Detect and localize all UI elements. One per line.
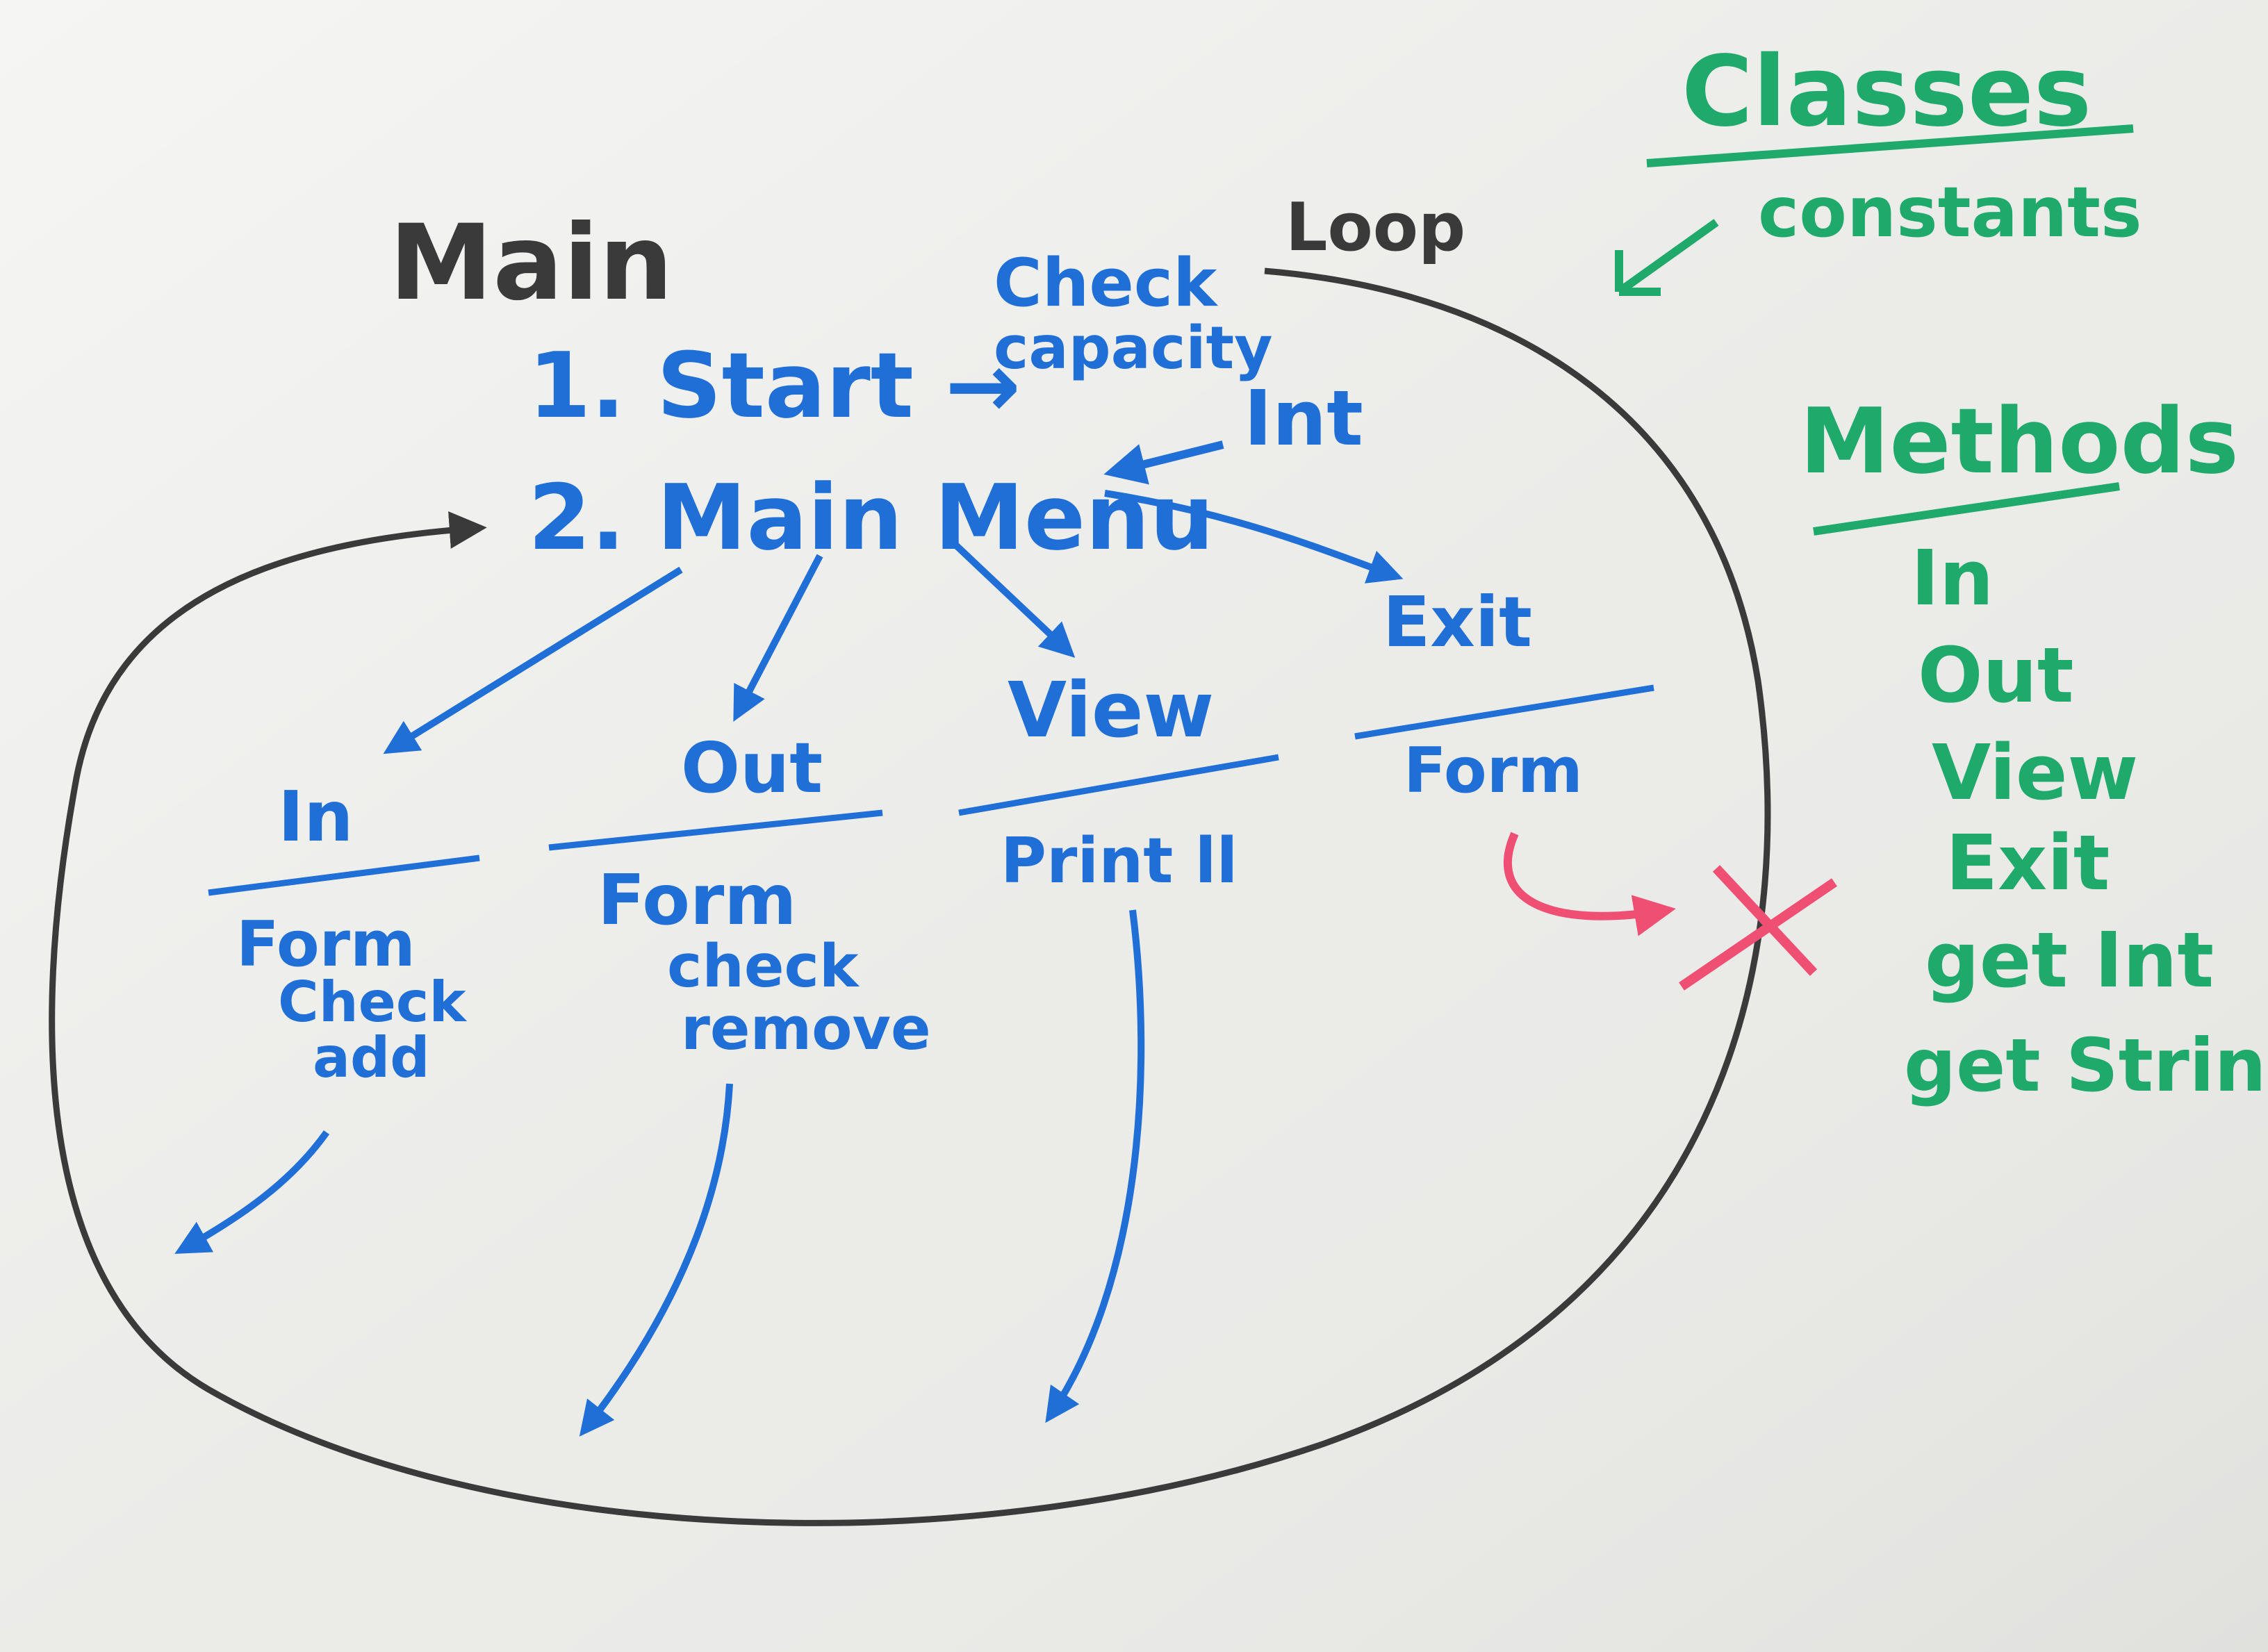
methods-item-view: View xyxy=(1932,728,2138,817)
methods-item-in: In xyxy=(1911,534,1994,622)
loop-outline xyxy=(49,267,1771,1526)
view-title: View xyxy=(1008,666,1214,754)
view-divider xyxy=(958,754,1279,816)
step-start: 1. Start → xyxy=(528,333,1021,438)
constants-arrowhead xyxy=(1615,250,1661,296)
methods-item-get-string: get String xyxy=(1904,1023,2268,1108)
arrow-to-exit xyxy=(1104,490,1404,584)
arrow-to-out xyxy=(733,554,823,722)
exit-body-1: Form xyxy=(1404,734,1583,807)
branch-view: View Print ll xyxy=(958,666,1279,1423)
exit-cross-icon xyxy=(1679,865,1837,991)
arrow-to-in xyxy=(383,566,683,754)
out-body-1: Form xyxy=(598,859,796,941)
arrow-to-view xyxy=(942,532,1076,658)
check-capacity-line2: capacity xyxy=(994,314,1273,383)
constants-arrow xyxy=(1616,219,1719,295)
branch-in: In Form Check add xyxy=(174,776,480,1254)
methods-item-out: Out xyxy=(1918,631,2073,720)
in-body-3: add xyxy=(313,1025,430,1090)
methods-section: Methods In Out View Exit get Int get Str… xyxy=(1800,388,2268,1108)
out-body-2: check xyxy=(667,932,860,1001)
methods-underline xyxy=(1813,482,2120,536)
in-down-arrow xyxy=(174,1130,330,1254)
classes-underline xyxy=(1646,124,2134,167)
exit-red-arrow xyxy=(1504,832,1676,936)
int-arrow xyxy=(1103,440,1224,485)
branch-exit: Exit Form xyxy=(1354,581,1837,991)
main-heading: Main xyxy=(389,203,673,324)
in-divider xyxy=(208,854,480,896)
view-body-1: Print ll xyxy=(1001,825,1238,898)
methods-title: Methods xyxy=(1800,388,2239,494)
branch-out: Out Form check remove xyxy=(548,727,931,1437)
exit-title: Exit xyxy=(1383,581,1532,663)
classes-item-constants: constants xyxy=(1758,172,2142,253)
out-title: Out xyxy=(681,727,823,809)
exit-divider xyxy=(1354,684,1654,740)
in-title: In xyxy=(278,776,353,857)
in-body-2: Check xyxy=(278,970,467,1034)
methods-item-get-int: get Int xyxy=(1925,916,2214,1005)
out-divider xyxy=(548,809,883,851)
loop-heading: Loop xyxy=(1285,190,1465,266)
step-main-menu: 2. Main Menu xyxy=(528,465,1214,570)
out-body-3: remove xyxy=(681,995,931,1064)
check-capacity-line1: Check xyxy=(994,245,1218,322)
int-label: Int xyxy=(1244,374,1363,463)
out-down-arrow xyxy=(579,1083,733,1437)
classes-section: Classes constants xyxy=(1615,35,2142,296)
methods-item-exit: Exit xyxy=(1946,818,2110,907)
view-down-arrow xyxy=(1045,909,1145,1423)
classes-title: Classes xyxy=(1682,35,2092,149)
in-body-1: Form xyxy=(236,908,416,981)
